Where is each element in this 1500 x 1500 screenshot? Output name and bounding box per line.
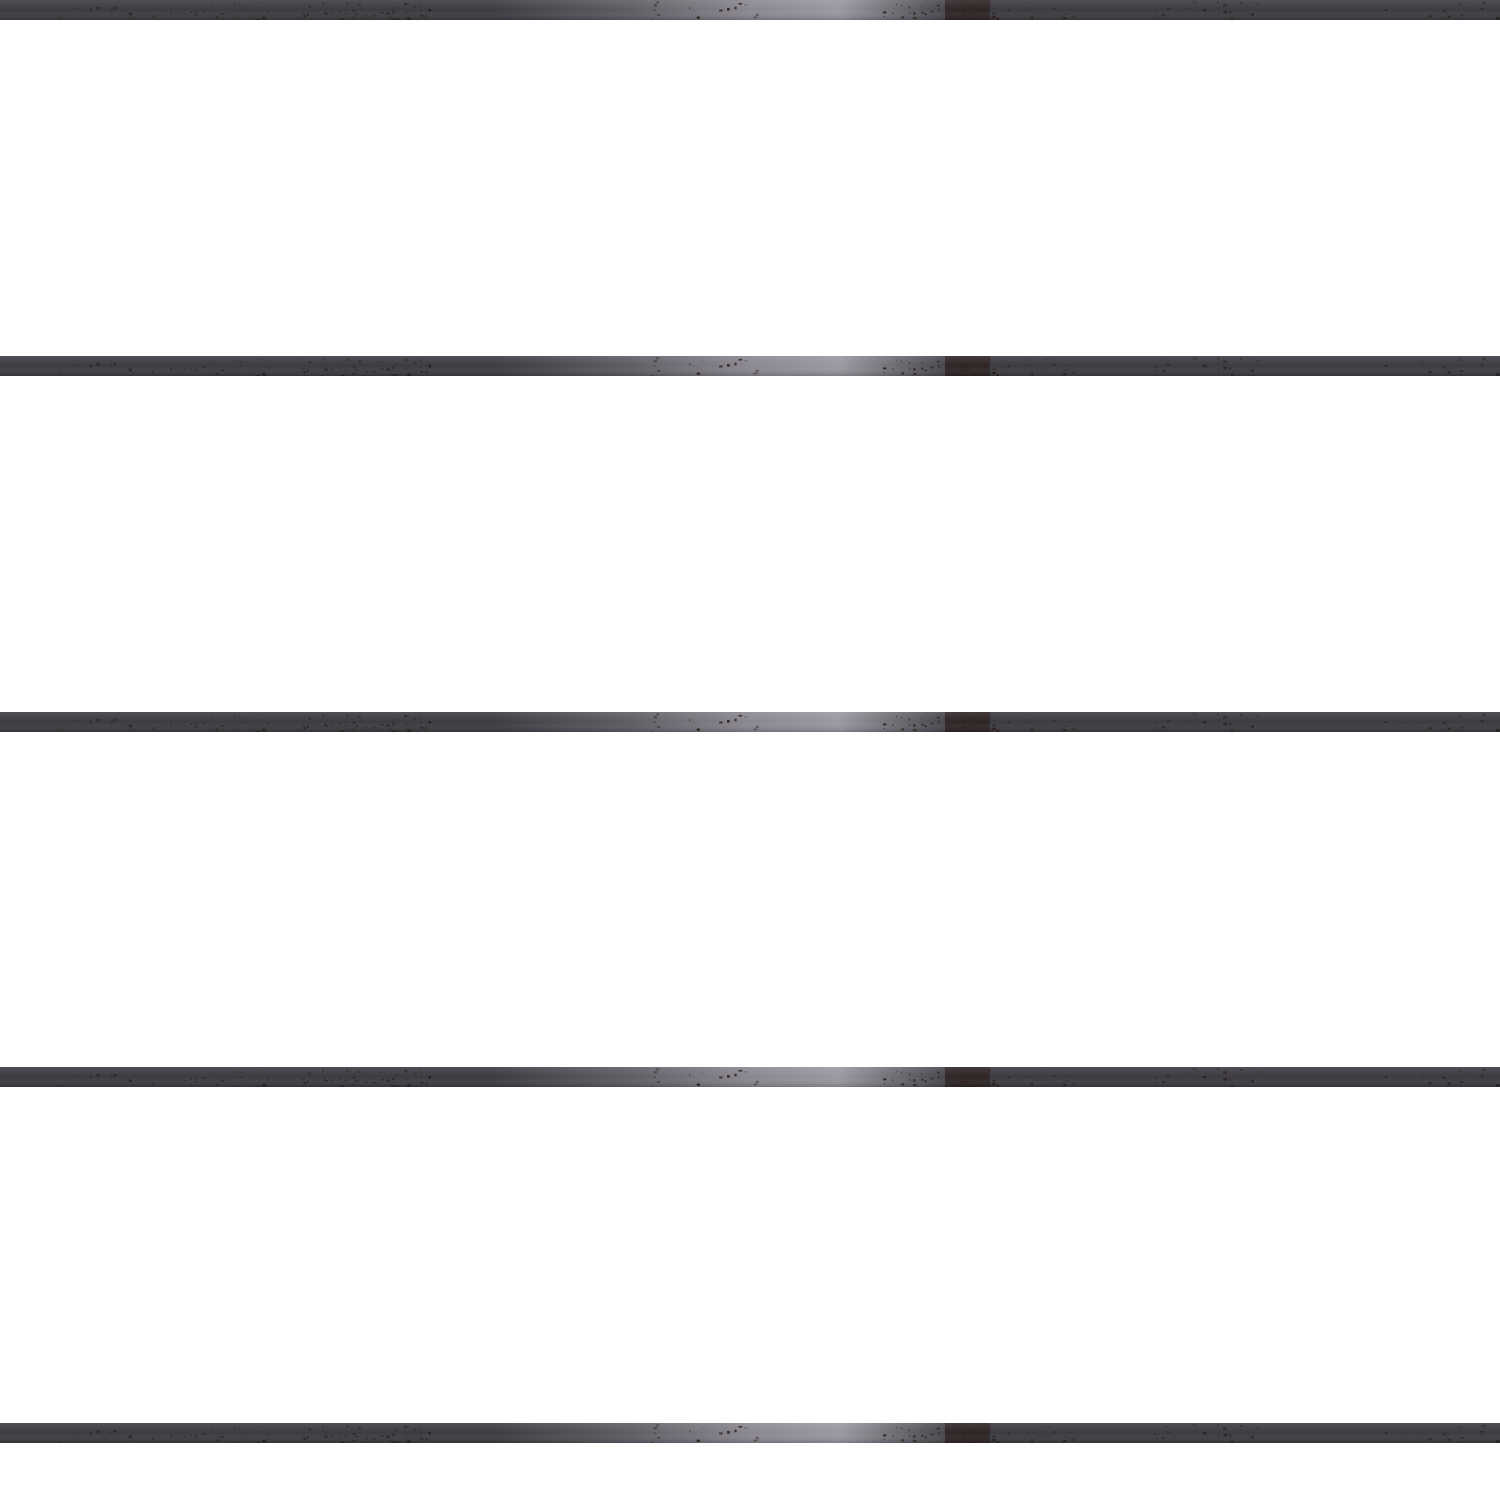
metal-stripe bbox=[0, 0, 1500, 20]
metal-stripe-graphic bbox=[0, 0, 1500, 20]
metal-stripe bbox=[0, 1067, 1500, 1087]
metal-stripe bbox=[0, 712, 1500, 732]
metal-stripe bbox=[0, 1423, 1500, 1443]
metal-stripe bbox=[0, 356, 1500, 376]
metal-stripe-graphic bbox=[0, 1423, 1500, 1443]
metal-stripe-graphic bbox=[0, 712, 1500, 732]
metal-stripe-graphic bbox=[0, 356, 1500, 376]
metal-stripe-graphic bbox=[0, 1067, 1500, 1087]
